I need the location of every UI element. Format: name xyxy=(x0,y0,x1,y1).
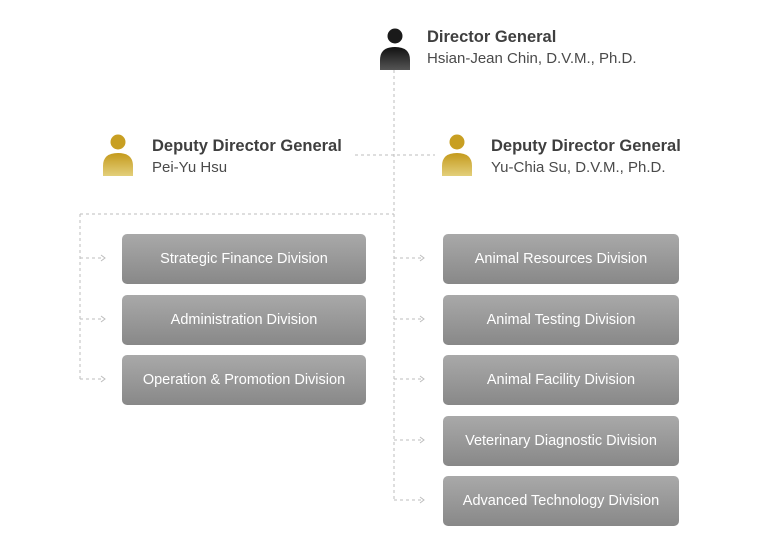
division-label: Administration Division xyxy=(170,312,318,328)
division-box-strategic-finance[interactable]: Strategic Finance Division xyxy=(122,234,366,284)
division-box-animal-facility[interactable]: Animal Facility Division xyxy=(443,355,679,405)
deputy-left-title: Deputy Director General xyxy=(152,137,342,155)
division-box-veterinary-diagnostic[interactable]: Veterinary Diagnostic Division xyxy=(443,416,679,466)
division-label: Veterinary Diagnostic Division xyxy=(465,433,657,449)
person-icon xyxy=(380,28,410,70)
division-label: Strategic Finance Division xyxy=(160,251,328,267)
division-box-animal-resources[interactable]: Animal Resources Division xyxy=(443,234,679,284)
division-box-operation-promotion[interactable]: Operation & Promotion Division xyxy=(122,355,366,405)
division-box-administration[interactable]: Administration Division xyxy=(122,295,366,345)
division-label: Operation & Promotion Division xyxy=(142,372,346,388)
division-label: Animal Resources Division xyxy=(474,251,648,267)
person-icon xyxy=(103,134,133,176)
deputy-left-name: Pei-Yu Hsu xyxy=(152,159,228,176)
director-name: Hsian-Jean Chin, D.V.M., Ph.D. xyxy=(427,50,637,67)
division-box-advanced-technology[interactable]: Advanced Technology Division xyxy=(443,476,679,526)
division-label: Animal Testing Division xyxy=(486,312,636,328)
deputy-right-title: Deputy Director General xyxy=(491,137,681,155)
director-title: Director General xyxy=(427,28,557,46)
person-icon xyxy=(442,134,472,176)
deputy-right-name: Yu-Chia Su, D.V.M., Ph.D. xyxy=(491,159,666,176)
division-box-animal-testing[interactable]: Animal Testing Division xyxy=(443,295,679,345)
division-label: Advanced Technology Division xyxy=(462,493,660,509)
division-label: Animal Facility Division xyxy=(486,372,636,388)
